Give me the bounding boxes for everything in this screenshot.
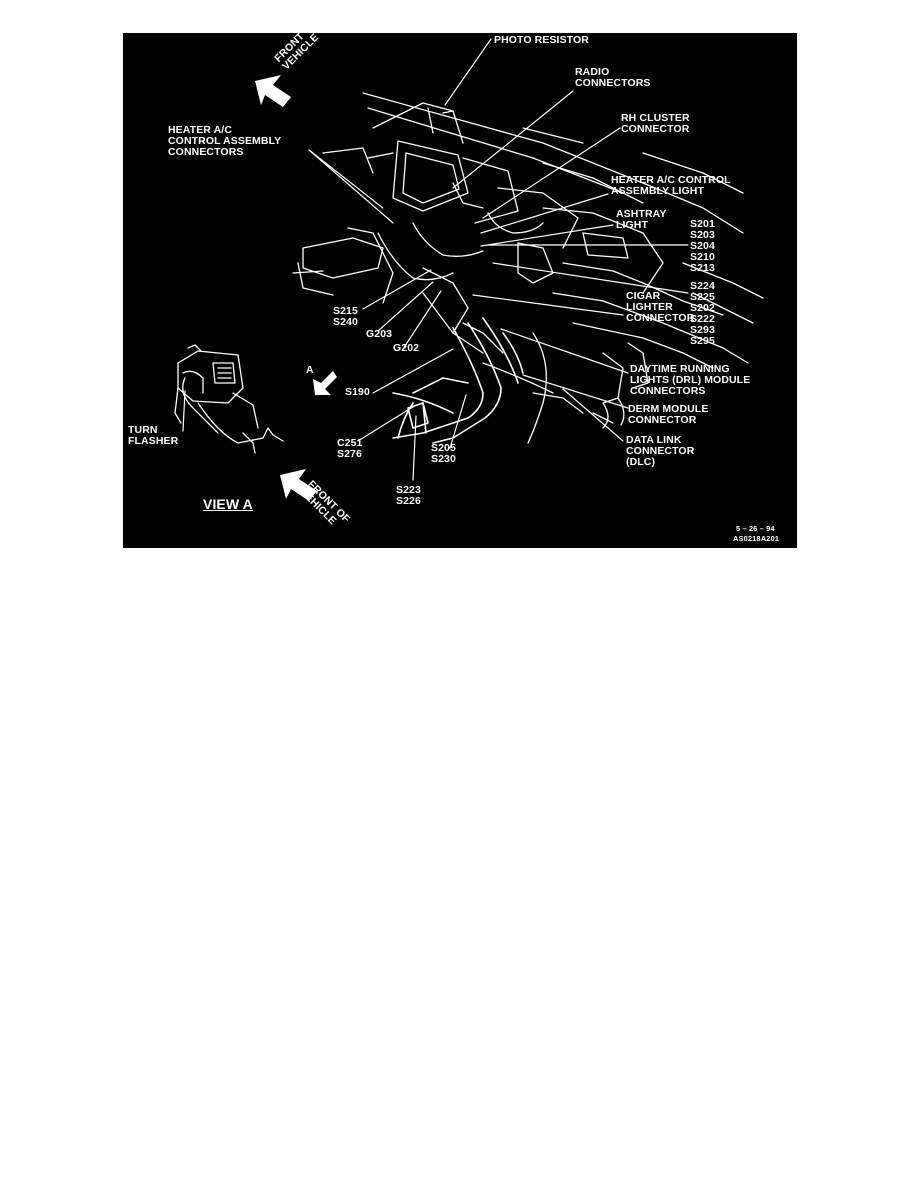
- heater-ac-control-assembly-connectors-label: HEATER A/C CONTROL ASSEMBLY CONNECTORS: [168, 124, 282, 158]
- view-a-title: VIEW A: [203, 496, 253, 512]
- date-stamp: 5 – 26 – 94: [736, 524, 775, 533]
- front-of-vehicle-arrow-top: [255, 75, 291, 107]
- s190-label: S190: [345, 386, 370, 398]
- diagram-artwork: [174, 38, 764, 501]
- rh-cluster-connector-label: RH CLUSTER CONNECTOR: [621, 112, 690, 135]
- view-a-marker-label: A: [306, 364, 314, 376]
- splice-group-1-label: S201 S203 S204 S210 S213: [690, 218, 715, 274]
- photo-resistor-label: PHOTO RESISTOR: [494, 34, 589, 46]
- splice-group-2-label: S224 S225 S202 S222 S293 S295: [690, 280, 715, 347]
- c251-s276-label: C251 S276: [337, 437, 363, 460]
- s215-s240-label: S215 S240: [333, 305, 358, 328]
- ashtray-light-label: ASHTRAY LIGHT: [616, 208, 667, 231]
- heater-ac-control-assembly-light-label: HEATER A/C CONTROL ASSEMBLY LIGHT: [611, 174, 731, 197]
- drl-module-connectors-label: DAYTIME RUNNING LIGHTS (DRL) MODULE CONN…: [630, 363, 751, 397]
- s223-s226-label: S223 S226: [396, 484, 421, 507]
- instrument-panel-drawing: [292, 92, 764, 444]
- front-of-vehicle-arrow-bottom: [280, 469, 317, 501]
- wiring-location-diagram: PHOTO RESISTOR RADIO CONNECTORS RH CLUST…: [123, 33, 797, 548]
- g202-label: G202: [393, 342, 420, 354]
- view-a-marker-arrow: [313, 371, 337, 395]
- cigar-lighter-connector-label: CIGAR LIGHTER CONNECTOR: [626, 290, 695, 324]
- figure-id: AS0218A201: [733, 534, 780, 543]
- leader-lines: [182, 38, 689, 481]
- derm-module-connector-label: DERM MODULE CONNECTOR: [628, 403, 709, 426]
- radio-connectors-label: RADIO CONNECTORS: [575, 66, 651, 89]
- data-link-connector-label: DATA LINK CONNECTOR (DLC): [626, 434, 695, 468]
- turn-flasher-drawing: [174, 344, 284, 454]
- g203-label: G203: [366, 328, 393, 340]
- wire-harness-drawing: [392, 317, 524, 444]
- turn-flasher-label: TURN FLASHER: [128, 424, 179, 447]
- direction-arrows: [255, 75, 337, 501]
- s205-s230-label: S205 S230: [431, 442, 456, 465]
